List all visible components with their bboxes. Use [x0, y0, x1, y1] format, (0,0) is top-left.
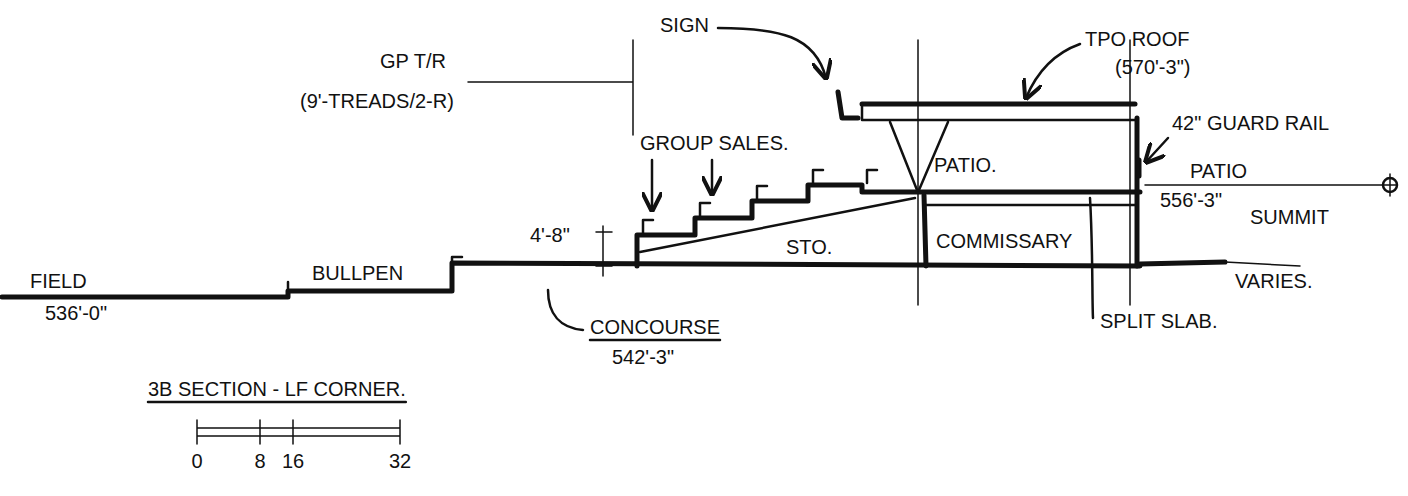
exterior-wall	[1135, 118, 1140, 266]
annotation: PATIO	[1190, 160, 1247, 182]
rail-flag	[452, 257, 462, 263]
room-name: STO.	[786, 236, 844, 258]
annotation: (9'-TREADS/2-R)	[300, 90, 454, 112]
leader-arrow	[1026, 44, 1080, 98]
section-title: 3B SECTION - LF CORNER.	[148, 378, 406, 400]
scale-number: 8	[254, 450, 265, 472]
annotation: 4'-8"	[530, 224, 570, 246]
leader-arrow	[651, 160, 654, 210]
leader-arrow	[711, 160, 714, 194]
room-area: STO.	[780, 232, 850, 266]
underline	[590, 339, 720, 342]
annotation: TPO ROOF	[1085, 28, 1189, 50]
dimension-line	[596, 226, 612, 276]
annotation: 536'-0"	[45, 302, 107, 324]
underline	[148, 401, 406, 404]
slab-underside	[640, 198, 915, 252]
annotation: (570'-3")	[1115, 56, 1190, 78]
sign-symbol	[838, 92, 858, 118]
guard-rail	[1137, 160, 1142, 176]
stair-slab	[637, 185, 1140, 266]
scale-number: 0	[191, 450, 202, 472]
datum-line	[1145, 184, 1382, 186]
annotation: 42" GUARD RAIL	[1172, 112, 1329, 134]
annotation: SIGN	[660, 14, 709, 36]
room-name: PATIO.	[934, 154, 1118, 176]
scale-number: 32	[389, 450, 411, 472]
annotation: 542'-3"	[612, 346, 674, 368]
grid-line	[918, 40, 1130, 305]
leader-arrow	[718, 28, 826, 78]
annotation: SUMMIT	[1250, 206, 1329, 228]
leader-line	[1090, 198, 1093, 318]
annotation: VARIES.	[1235, 270, 1312, 292]
annotation: GP T/R	[380, 50, 446, 72]
annotation: 556'-3"	[1160, 189, 1222, 211]
room-name: COMMISSARY	[936, 230, 1084, 252]
annotation: BULLPEN	[312, 262, 403, 284]
annotation: FIELD	[30, 270, 87, 292]
scale-bar	[197, 420, 400, 444]
room-area: COMMISSARY	[930, 226, 1090, 260]
ground-line	[2, 263, 1140, 297]
roof-underside	[862, 104, 1135, 120]
annotation: GROUP SALES.	[640, 132, 789, 154]
underline-group	[148, 340, 720, 402]
grade-line	[1140, 262, 1225, 264]
split-slab	[925, 204, 1135, 207]
leader-line	[468, 40, 633, 135]
leader-line	[548, 290, 583, 330]
bullpen-tick	[287, 282, 290, 291]
scale-number: 16	[282, 450, 304, 472]
room-area: PATIO.	[928, 150, 1124, 186]
roof-line	[862, 102, 1135, 107]
datum-cross	[1383, 174, 1397, 196]
seat-symbol	[643, 170, 877, 233]
annotation: SPLIT SLAB.	[1100, 310, 1217, 332]
annotation: CONCOURSE	[590, 316, 720, 338]
leader-arrow	[1146, 138, 1168, 162]
grade-line	[1225, 262, 1300, 266]
